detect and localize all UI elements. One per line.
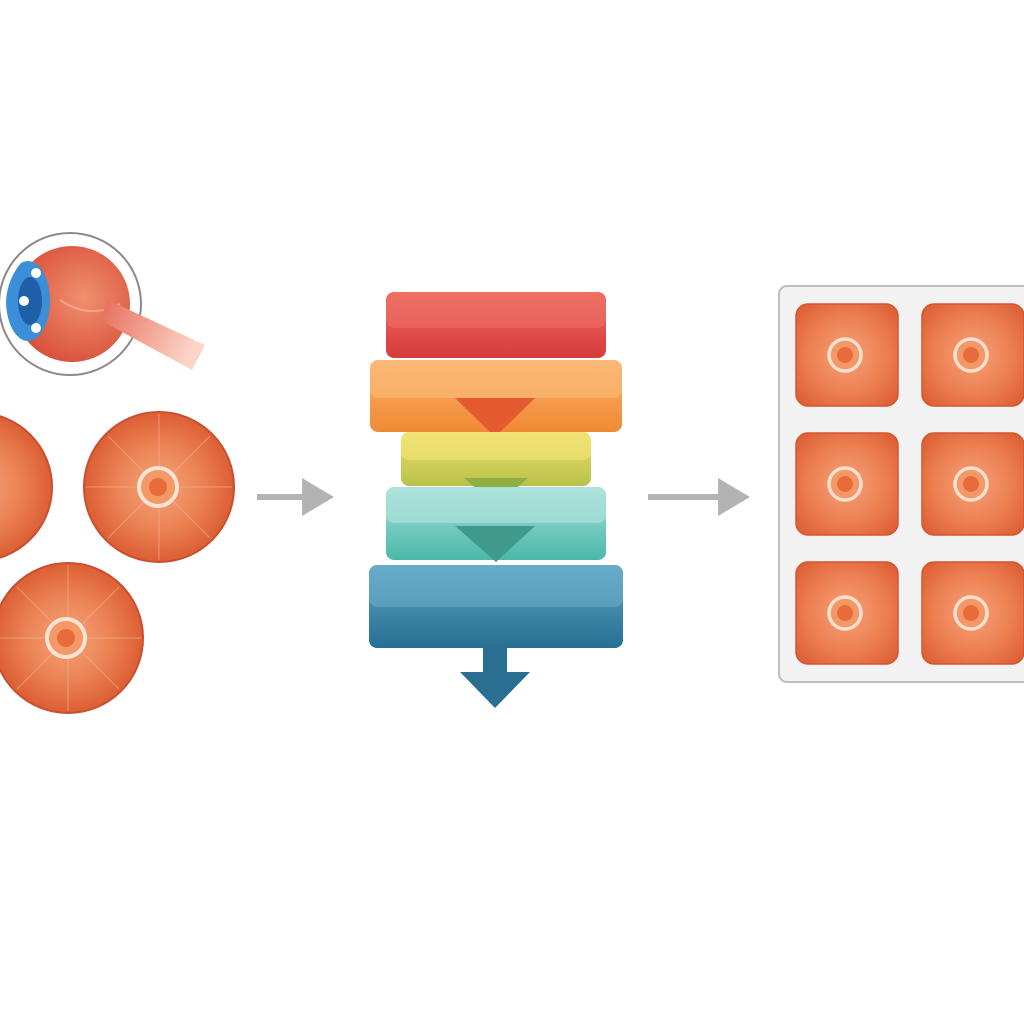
eyeball-icon bbox=[0, 232, 205, 376]
arrow-right-icon bbox=[257, 478, 334, 516]
fundus-image-2 bbox=[83, 411, 235, 563]
grid-tile-fundus-image bbox=[795, 561, 899, 665]
layer-yellow bbox=[401, 432, 591, 506]
input-stage bbox=[0, 232, 235, 714]
grid-tile-fundus-image bbox=[921, 561, 1024, 665]
grid-tile-fundus-image bbox=[795, 303, 899, 407]
grid-tile-fundus-image bbox=[921, 303, 1024, 407]
arrow-right-icon bbox=[648, 478, 750, 516]
layer-blue bbox=[369, 565, 623, 648]
arrow-down-icon bbox=[460, 646, 530, 708]
grid-tile-fundus-image bbox=[795, 432, 899, 536]
fundus-image-1 bbox=[0, 415, 53, 559]
grid-tile-fundus-image bbox=[921, 432, 1024, 536]
layer-teal bbox=[386, 487, 606, 562]
layer-red bbox=[386, 292, 606, 358]
image-grid-icon bbox=[778, 285, 1024, 683]
fundus-image-3 bbox=[0, 562, 144, 714]
layer-orange bbox=[370, 360, 622, 437]
layer-stack-icon bbox=[369, 292, 623, 708]
optic-nerve bbox=[100, 300, 205, 370]
